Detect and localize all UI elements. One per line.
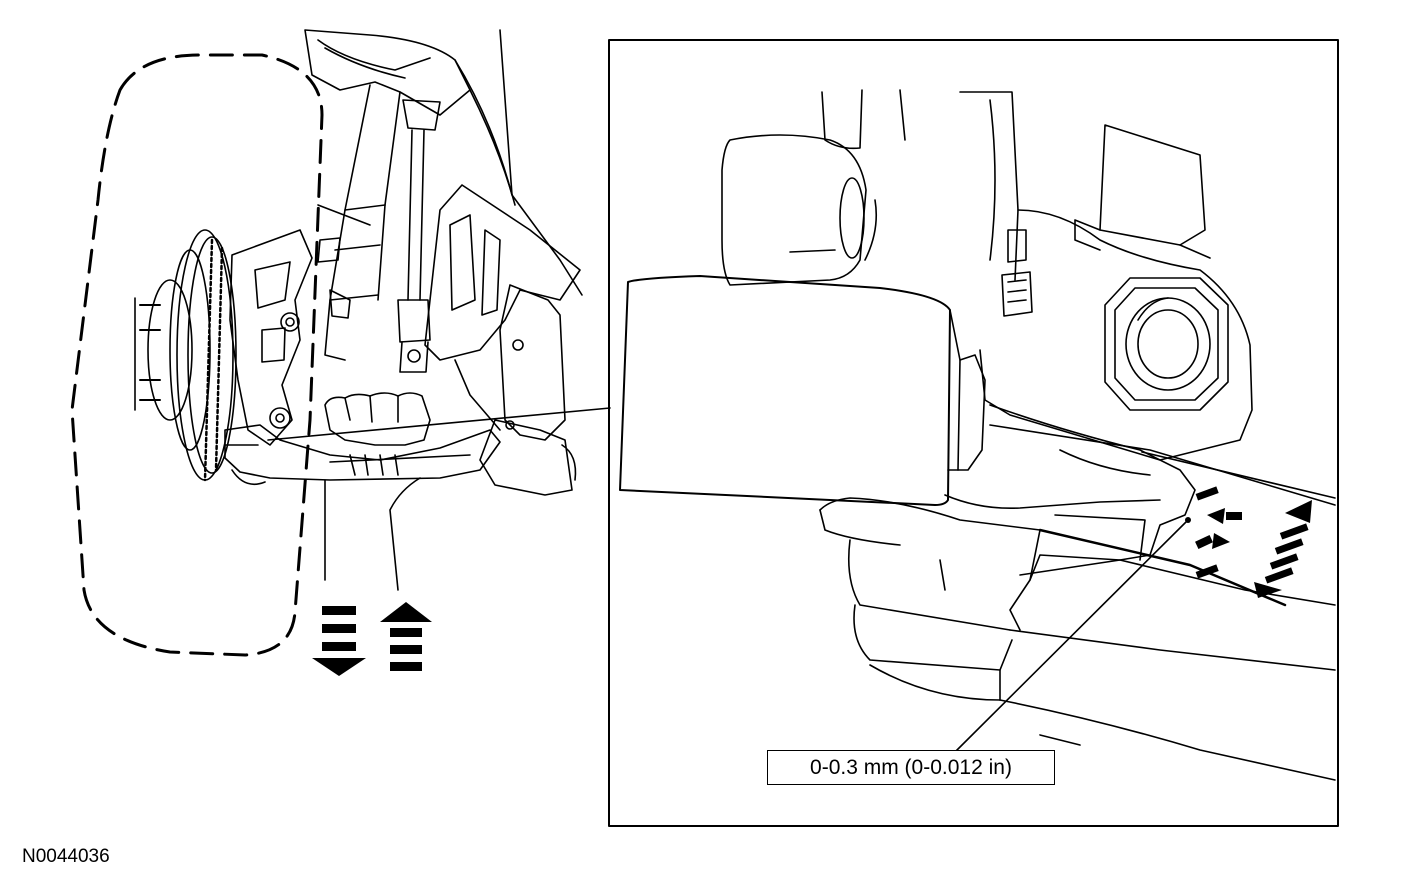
knuckle-and-hub	[230, 230, 350, 445]
down-arrow-icon	[312, 606, 366, 676]
wheel-dashed-outline	[72, 55, 322, 655]
measurement-leader-line	[955, 520, 1188, 752]
ball-joint-boot	[820, 405, 1335, 780]
measurement-callout: 0-0.3 mm (0-0.012 in)	[767, 750, 1055, 785]
hand	[325, 393, 430, 590]
strut-assembly	[305, 30, 582, 360]
lower-control-arm	[225, 425, 500, 484]
up-arrow-icon	[380, 602, 432, 671]
double-arrow-icon	[1195, 486, 1312, 598]
ball-joint-nut	[1105, 278, 1228, 410]
subframe-bracket	[425, 185, 580, 495]
hand-detail	[620, 276, 985, 505]
detail-frame	[609, 40, 1338, 826]
figure-id-label: N0044036	[22, 846, 110, 867]
stabilizer-link	[398, 100, 440, 372]
detail-leader-line	[268, 408, 610, 440]
brake-rotor	[135, 230, 236, 480]
overview-view	[72, 30, 610, 676]
detail-view	[609, 40, 1338, 826]
